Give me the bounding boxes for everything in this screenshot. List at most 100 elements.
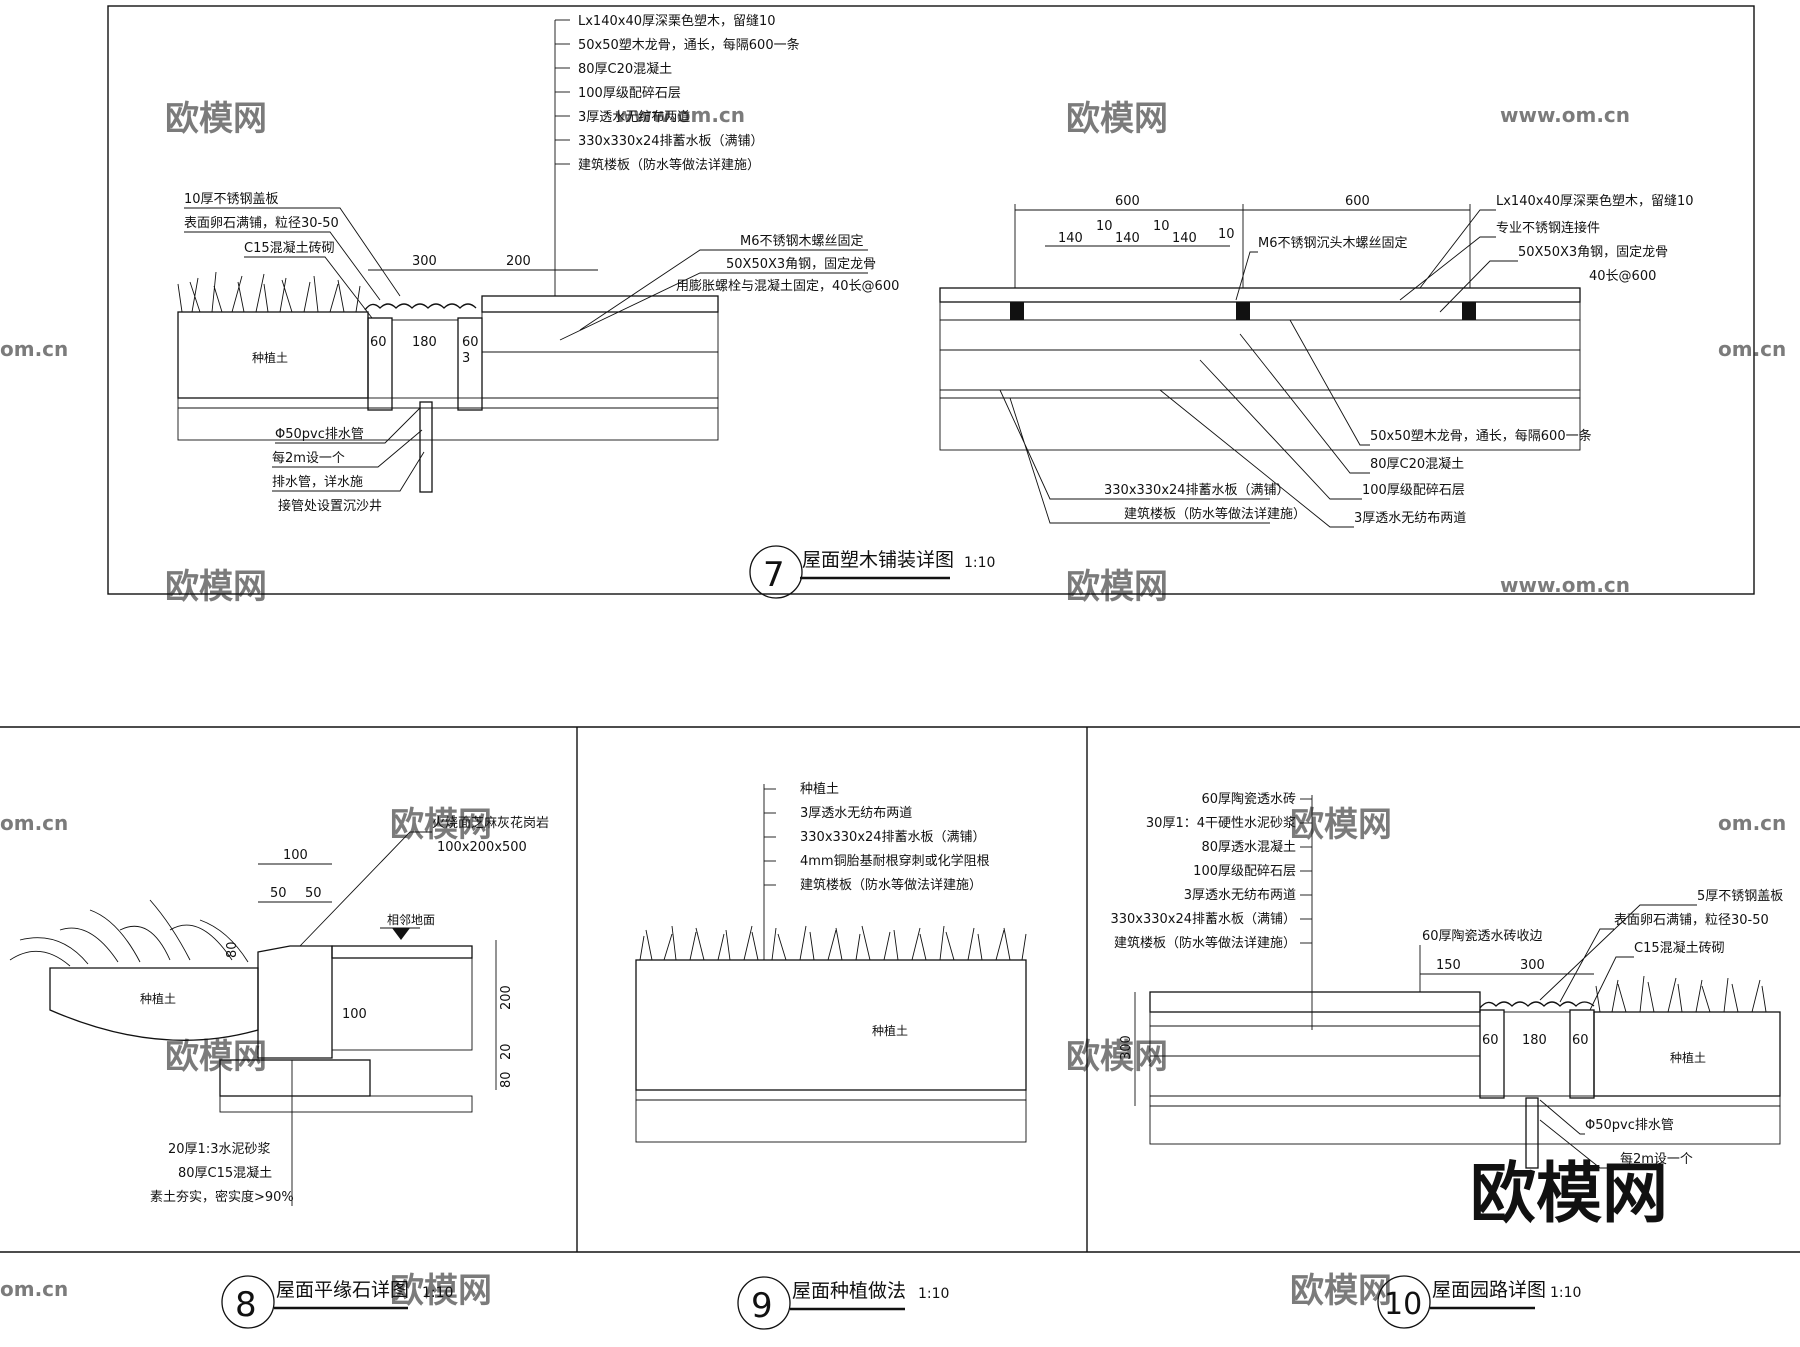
- detail-9-title: 9 屋面种植做法 1:10: [737, 1276, 949, 1330]
- note-2: 50x50塑木龙骨，通长，每隔600一条: [578, 37, 800, 53]
- soil-label-8: 种植土: [140, 991, 176, 1006]
- level-marker-icon: [392, 928, 410, 940]
- ground-label: 相邻地面: [387, 913, 435, 927]
- note-6: 330x330x24排蓄水板（满铺）: [578, 134, 764, 149]
- detail-8-bottom-notes: 20厚1:3水泥砂浆 80厚C15混凝土 素土夯实，密实度>90%: [150, 1142, 294, 1205]
- detail-7-right-dims: 600 600 140 10 140 10 140 10: [1014, 194, 1471, 288]
- dim-300-height: 300: [1119, 1035, 1134, 1060]
- dim-10-1: 10: [1096, 219, 1113, 234]
- note-1: Lx140x40厚深栗色塑木，留缝10: [578, 13, 776, 29]
- pebble-cover: [364, 303, 477, 311]
- dim-150: 150: [1436, 958, 1461, 973]
- note-pebble-10: 表面卵石满铺，粒径30-50: [1614, 913, 1769, 928]
- detail-10-bottom-notes: Φ50pvc排水管 每2m设一个: [1585, 1118, 1693, 1167]
- watermarks: 欧模网 www.om.cn 欧模网 www.om.cn om.cn om.cn …: [0, 99, 1786, 1311]
- dim-80-left: 80: [225, 941, 240, 958]
- planting-soil-10: [1593, 1011, 1781, 1097]
- detail-9: 种植土 种植土 3厚透水无纺布两道 330x330x24排蓄水板（满铺） 4mm…: [635, 782, 1027, 1330]
- watermark-logo: 欧模网: [1066, 99, 1168, 139]
- adjacent-paving: [331, 945, 473, 959]
- note-4: 100厚级配碎石层: [578, 86, 681, 101]
- note-pebble: 表面卵石满铺，粒径30-50: [184, 216, 339, 231]
- note-geotextile-9: 3厚透水无纺布两道: [800, 806, 912, 821]
- joist-2: [1236, 302, 1250, 320]
- note-mortar: 20厚1:3水泥砂浆: [168, 1142, 270, 1157]
- soil-label-9: 种植土: [872, 1023, 908, 1038]
- pebble-cover-10: [1479, 1001, 1595, 1009]
- dim-180: 180: [412, 335, 437, 350]
- watermark-logo: 欧模网: [1290, 1271, 1392, 1311]
- c15-brick-wall-left: [367, 317, 393, 411]
- structural-slab: [177, 407, 719, 441]
- permeable-brick: [1149, 991, 1481, 1013]
- dim-200: 200: [499, 985, 514, 1010]
- note-geotextile: 3厚透水无纺布两道: [1354, 511, 1466, 526]
- soil-label: 种植土: [252, 350, 288, 365]
- note-drain-pipe: 排水管，详水施: [272, 475, 363, 490]
- note-wpc-right: Lx140x40厚深栗色塑木，留缝10: [1496, 193, 1694, 209]
- watermark-url: www.om.cn: [615, 103, 745, 127]
- drainage-9: [635, 1089, 1027, 1101]
- detail-7-frame: [107, 5, 1755, 595]
- note-geotextile-10: 3厚透水无纺布两道: [1184, 888, 1296, 903]
- note-granite-size: 100x200x500: [437, 840, 527, 855]
- dim-10-2: 10: [1153, 219, 1170, 234]
- note-connector: 专业不锈钢连接件: [1496, 220, 1600, 236]
- brick-wall-10-right: [1569, 1009, 1595, 1099]
- dim-600-right: 600: [1345, 194, 1370, 209]
- planting-soil-8: [49, 967, 259, 1041]
- drainage-board-layer: [177, 397, 719, 409]
- dim-50-b: 50: [305, 886, 322, 901]
- drainage-10: [1149, 1095, 1781, 1107]
- watermark-fragment: om.cn: [1718, 811, 1786, 835]
- gravel-10: [1149, 1055, 1481, 1097]
- grass-10: [1595, 975, 1767, 1013]
- dim-80: 80: [499, 1071, 514, 1088]
- note-brick-wall-10: C15混凝土砖砌: [1634, 940, 1725, 956]
- granite-curb: [257, 945, 333, 1059]
- note-bolt: 用膨胀螺栓与混凝土固定，40长@600: [676, 278, 899, 294]
- note-slab: 建筑楼板（防水等做法详建施）: [1124, 506, 1306, 522]
- watermark-logo: 欧模网: [390, 1271, 492, 1311]
- drain-channel-10: [1503, 1011, 1571, 1097]
- detail-7-left-bottom-notes: Φ50pvc排水管 每2m设一个 排水管，详水施 接管处设置沉沙井: [272, 427, 382, 514]
- dim-100-mid: 100: [342, 1007, 367, 1022]
- dim-100-top: 100: [283, 848, 308, 863]
- detail-7-right-bottom-notes: 50x50塑木龙骨，通长，每隔600一条 80厚C20混凝土 100厚级配碎石层…: [1104, 428, 1592, 526]
- note-7: 建筑楼板（防水等做法详建施）: [578, 157, 760, 173]
- dim-3: 3: [462, 351, 470, 366]
- note-steel-cover: 5厚不锈钢盖板: [1697, 889, 1783, 904]
- note-mortar-10: 30厚1：4干硬性水泥砂浆: [1146, 816, 1296, 831]
- detail-scale-10: 1:10: [1550, 1285, 1581, 1301]
- dim-140-2: 140: [1115, 231, 1140, 246]
- detail-number-9: 9: [751, 1286, 773, 1326]
- watermark-fragment: om.cn: [0, 811, 68, 835]
- dim-600-left: 600: [1115, 194, 1140, 209]
- permeable-concrete: [1149, 1025, 1481, 1057]
- pvc-drain-pipe: [419, 401, 433, 493]
- detail-8-title: 8 屋面平缘石详图 1:10: [221, 1275, 453, 1329]
- note-drain-board-9: 330x330x24排蓄水板（满铺）: [800, 830, 986, 845]
- detail-title-9: 屋面种植做法: [792, 1280, 906, 1302]
- detail-8-notes: 火烧面芝麻灰花岗岩 100x200x500: [432, 815, 549, 855]
- note-gravel: 100厚级配碎石层: [1362, 483, 1465, 498]
- detail-9-notes: 种植土 3厚透水无纺布两道 330x330x24排蓄水板（满铺） 4mm铜胎基耐…: [800, 782, 990, 893]
- watermark-logo: 欧模网: [1066, 567, 1168, 607]
- note-edge-brick: 60厚陶瓷透水砖收边: [1422, 928, 1543, 944]
- detail-10: 种植土 60厚陶瓷透水砖 30厚1：4干硬性水泥砂浆 80厚透水混凝土 100厚…: [1110, 791, 1783, 1329]
- adjacent-base: [331, 957, 473, 1051]
- watermark-logo-large: 欧模网: [1470, 1155, 1668, 1232]
- detail-7-left-top-notes: Lx140x40厚深栗色塑木，留缝10 50x50塑木龙骨，通长，每隔600一条…: [578, 13, 800, 173]
- watermark-url: www.om.cn: [1500, 573, 1630, 597]
- dim-180-10: 180: [1522, 1033, 1547, 1048]
- note-c20: 80厚C20混凝土: [1370, 456, 1464, 472]
- watermark-fragment: om.cn: [0, 1277, 68, 1301]
- note-soil-9: 种植土: [800, 782, 839, 797]
- c20-concrete-layer: [481, 311, 719, 353]
- c20-concrete-right: [939, 319, 1581, 351]
- dim-20: 20: [499, 1043, 514, 1060]
- mortar-layer: [1149, 1011, 1481, 1027]
- note-root-barrier-9: 4mm铜胎基耐根穿刺或化学阻根: [800, 853, 990, 869]
- dim-60-b: 60: [1572, 1033, 1589, 1048]
- watermark-logo: 欧模网: [1290, 805, 1392, 845]
